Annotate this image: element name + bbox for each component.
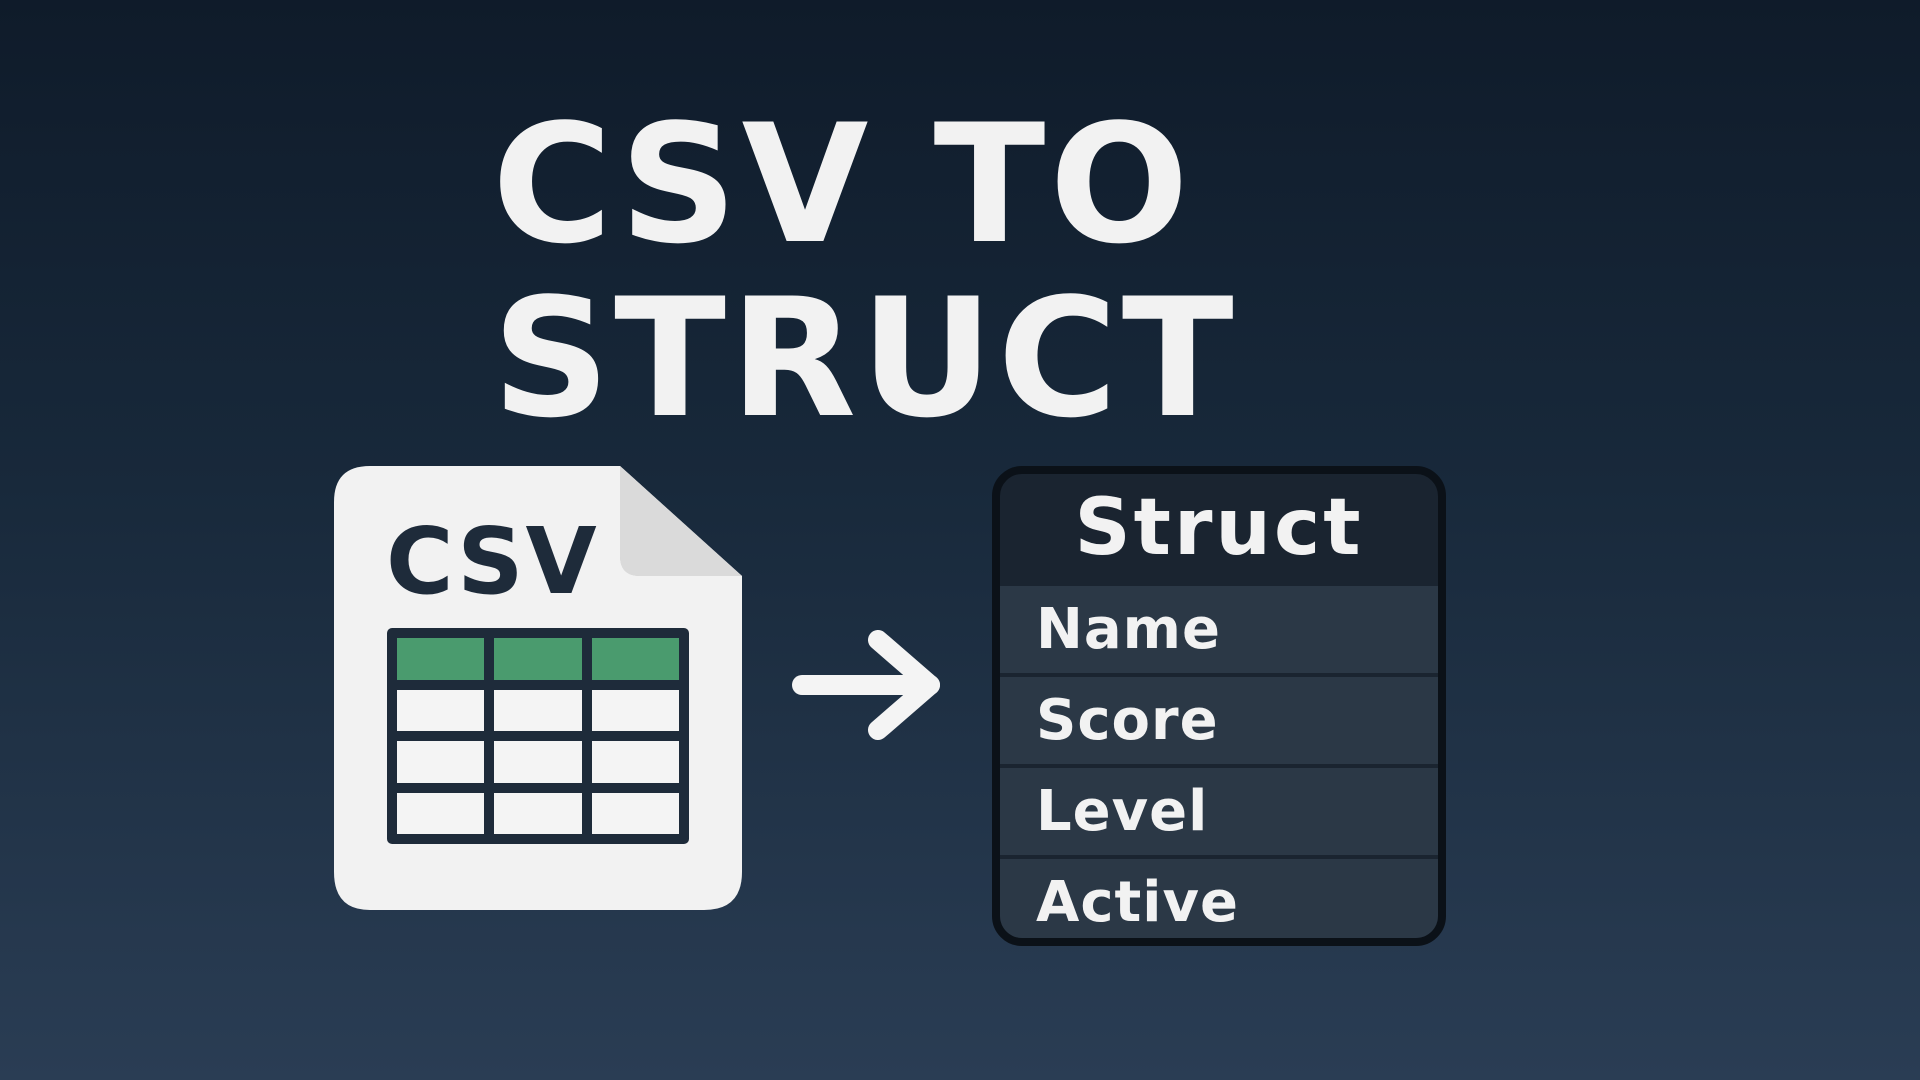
grid-cell [397,741,485,783]
csv-file-icon: CSV [334,466,742,910]
struct-panel: Struct Name Score Level Active [992,466,1446,946]
page-title: CSV TO STRUCT [492,98,1238,446]
struct-field-name: Name [1000,586,1438,673]
struct-title: Struct [1074,483,1364,573]
arrow-right-icon [792,630,940,740]
spreadsheet-grid-icon [387,628,689,844]
struct-field-level: Level [1000,768,1438,855]
grid-cell [494,741,582,783]
csv-file-label: CSV [386,508,599,615]
grid-cell [494,689,582,731]
header-cell [494,638,582,680]
grid-cell [591,689,679,731]
struct-field-score: Score [1000,677,1438,764]
header-cell [397,638,485,680]
title-line-1: CSV TO [492,89,1193,280]
grid-cell [591,792,679,834]
grid-cell [397,689,485,731]
grid-cell [591,741,679,783]
title-line-2: STRUCT [492,263,1238,454]
struct-field-active: Active [1000,859,1438,938]
grid-cell [397,792,485,834]
grid-cell [494,792,582,834]
header-cell [591,638,679,680]
